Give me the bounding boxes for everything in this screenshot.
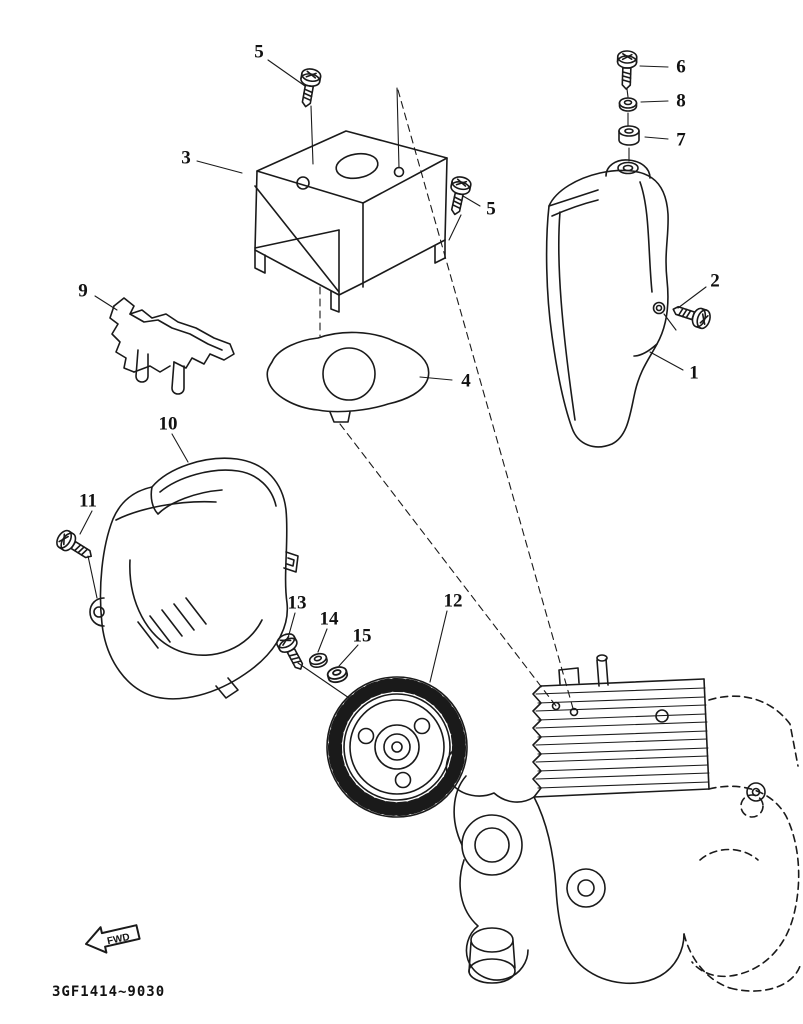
callout-15: 15 — [352, 625, 372, 647]
fwd-arrow-icon — [85, 924, 141, 954]
callout-6: 6 — [676, 56, 686, 78]
bolt-5-top — [295, 66, 323, 110]
callout-7: 7 — [676, 129, 686, 151]
bolt-5-right — [444, 174, 473, 218]
callout-13: 13 — [287, 592, 307, 614]
engine-dashed-outline — [683, 695, 801, 992]
callout-2: 2 — [710, 270, 720, 292]
bolt-6 — [615, 49, 638, 91]
callout-leader-lines — [79, 59, 707, 683]
callout-8: 8 — [676, 90, 686, 112]
part-gasket — [266, 331, 430, 423]
callout-12: 12 — [443, 590, 463, 612]
callout-10: 10 — [158, 413, 178, 435]
assembly-axis-lines — [87, 87, 677, 701]
part-fan-cover — [89, 457, 299, 700]
bolt-2 — [669, 299, 714, 331]
callout-3: 3 — [181, 147, 191, 169]
bolt-11 — [53, 527, 98, 566]
grommet-7 — [618, 125, 640, 146]
callout-5-top: 5 — [254, 41, 264, 63]
part-upper-bracket — [254, 130, 448, 313]
callout-5-right: 5 — [486, 198, 496, 220]
construction-dashed-lines — [319, 89, 575, 713]
callout-9: 9 — [78, 280, 88, 302]
callout-11: 11 — [79, 490, 97, 512]
callout-14: 14 — [319, 608, 339, 630]
part-air-shroud — [545, 159, 669, 448]
washer-8 — [618, 97, 638, 112]
diagram-code: 3GF1414~9030 — [52, 984, 166, 1000]
callout-4: 4 — [461, 370, 471, 392]
part-bracket-9 — [109, 297, 235, 395]
engine-block — [445, 654, 801, 992]
engine-mount-point — [569, 707, 579, 717]
callout-1: 1 — [689, 362, 699, 384]
washer-15 — [325, 664, 350, 686]
fwd-label: FWD — [106, 932, 131, 947]
washer-14 — [307, 651, 330, 670]
part-cooling-fan — [326, 676, 468, 818]
